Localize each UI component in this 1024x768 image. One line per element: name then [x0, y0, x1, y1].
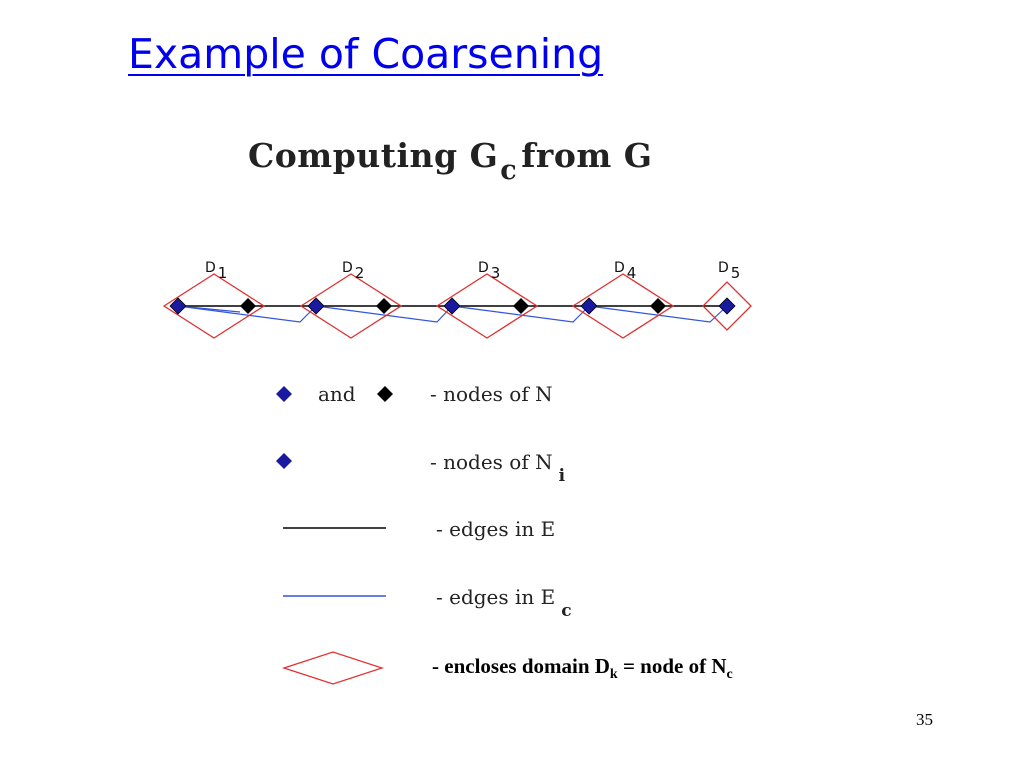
legend-and-word: and — [318, 382, 356, 406]
legend-row-edges-e: - edges in E — [436, 517, 556, 541]
domain-diamond-1 — [162, 273, 266, 339]
legend-row-domain-mid: = node of N — [617, 654, 727, 678]
edge-ec-1b — [177, 305, 241, 313]
legend-row-domain-sub-k: k — [609, 667, 618, 683]
coarse-node-5 — [718, 297, 736, 315]
legend-coarse-node-icon-2 — [276, 453, 292, 469]
domain-diamond-4 — [571, 273, 675, 339]
coarse-node-3 — [443, 297, 461, 315]
legend-row-nodes-ni-text: - nodes of N — [430, 450, 553, 474]
legend-row-edges-ec-sub: c — [561, 601, 572, 621]
edge-ec-1 — [177, 305, 317, 323]
figure-heading-subscript: c — [500, 155, 518, 186]
figure-heading-suffix: from G — [521, 136, 653, 175]
edge-ec-4 — [588, 305, 728, 323]
domain-diamond-3 — [435, 273, 539, 339]
page-number: 35 — [916, 710, 933, 729]
fine-node-2a — [376, 298, 392, 314]
fine-node-1a — [240, 298, 256, 314]
figure-heading-prefix: Computing G — [248, 136, 499, 175]
legend-row-nodes-ni: - nodes of Ni — [430, 450, 565, 486]
legend-row-edges-ec: - edges in Ec — [436, 585, 572, 621]
legend-row-domain-prefix: - encloses domain D — [432, 654, 610, 678]
legend-row-nodes-ni-sub: i — [558, 466, 566, 486]
fine-node-4a — [650, 298, 666, 314]
legend-row-domain: - encloses domain Dk = node of Nc — [432, 654, 733, 683]
legend-row-domain-sub-c: c — [726, 667, 733, 683]
coarse-node-1 — [169, 297, 187, 315]
coarse-node-2 — [307, 297, 325, 315]
edge-ec-2 — [315, 305, 453, 323]
legend-row-nodes-n: - nodes of N — [430, 382, 553, 406]
slide-title[interactable]: Example of Coarsening — [128, 30, 604, 78]
legend-row-edges-ec-text: - edges in E — [436, 585, 556, 609]
fine-node-3a — [513, 298, 529, 314]
domain-diamond-5 — [702, 281, 752, 331]
edge-ec-3 — [451, 305, 590, 323]
legend-domain-diamond — [281, 651, 385, 685]
domain-diamond-2 — [299, 273, 403, 339]
coarse-node-4 — [580, 297, 598, 315]
legend-coarse-node-icon — [276, 386, 292, 402]
legend-fine-node-icon — [377, 386, 393, 402]
